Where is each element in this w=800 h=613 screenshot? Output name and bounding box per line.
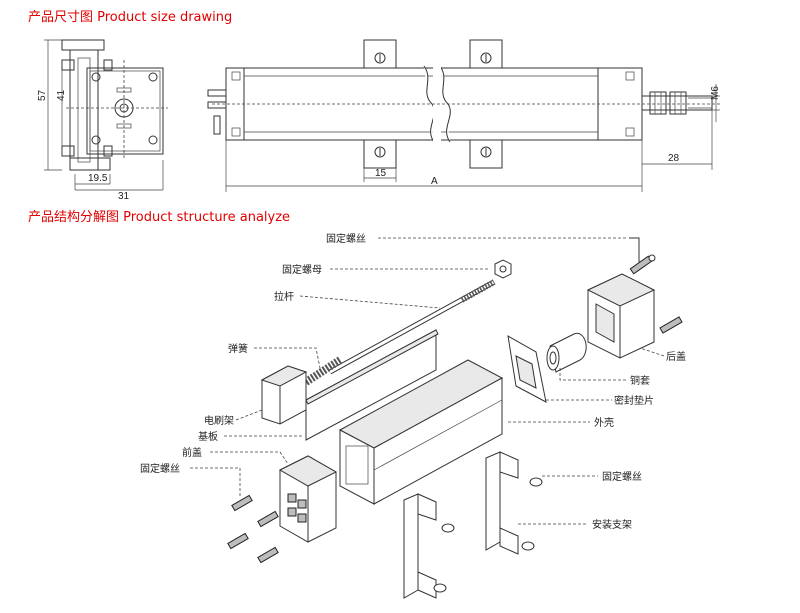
structure-title: 产品结构分解图 Product structure analyze [28, 210, 291, 225]
rear-cover-screw-part [659, 316, 683, 334]
dim-41: 41 [56, 89, 67, 101]
dim-57: 57 [37, 89, 48, 101]
front-cover-screws-part [227, 494, 279, 564]
housing-part [338, 359, 504, 505]
fixing-nut-part [494, 259, 512, 279]
dim-m6: M6 [710, 86, 721, 100]
copper-sleeve-part [546, 332, 587, 373]
mounting-brackets-part [403, 451, 543, 599]
base-plate-part [305, 329, 439, 441]
label-copper-sleeve: 铜套 [630, 374, 650, 387]
pull-rod-part [328, 279, 496, 375]
side-view-drawing [207, 39, 720, 192]
fixing-screw-top-part [629, 237, 656, 275]
dim-28: 28 [668, 153, 680, 164]
seal-gasket-part [507, 335, 547, 403]
label-front-cover: 前盖 [182, 446, 202, 459]
label-fixing-screw-right: 固定螺丝 [602, 470, 642, 483]
label-fixing-screw-top: 固定螺丝 [326, 232, 366, 245]
label-fixing-nut: 固定螺母 [282, 263, 322, 276]
dim-a: A [431, 176, 438, 187]
size-drawing-title: 产品尺寸图 Product size drawing [28, 10, 233, 25]
dim-15: 15 [375, 168, 387, 179]
dim-31: 31 [118, 191, 130, 202]
brush-holder-part [260, 365, 308, 425]
front-cover-part [278, 455, 338, 543]
label-brush-holder: 电刷架 [204, 414, 234, 427]
label-housing: 外壳 [594, 416, 614, 429]
label-rear-cover: 后盖 [666, 350, 686, 363]
end-view-drawing [44, 39, 168, 191]
label-base-plate: 基板 [198, 430, 218, 443]
label-pull-rod: 拉杆 [274, 290, 294, 303]
label-mounting-bracket: 安装支架 [592, 518, 632, 531]
label-seal-gasket: 密封垫片 [614, 394, 654, 407]
dim-19-5: 19.5 [88, 173, 108, 184]
rear-cover-part [586, 273, 656, 359]
label-spring: 弹簧 [228, 342, 248, 355]
label-fixing-screw-left: 固定螺丝 [140, 462, 180, 475]
leader-lines [190, 237, 665, 525]
